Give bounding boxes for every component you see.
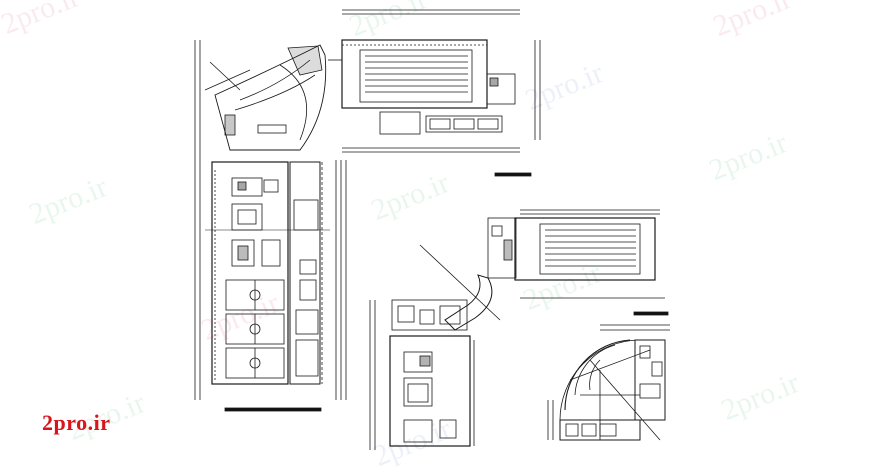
plan-left-elongated bbox=[194, 40, 347, 412]
plan-top-pool bbox=[328, 9, 541, 177]
plan-bottom-wing bbox=[369, 244, 501, 450]
brand-logo: 2pro.ir bbox=[42, 410, 111, 435]
plan-right-pool bbox=[487, 209, 669, 316]
plan-quarter-circle bbox=[547, 324, 670, 441]
sports-courts bbox=[225, 279, 285, 379]
